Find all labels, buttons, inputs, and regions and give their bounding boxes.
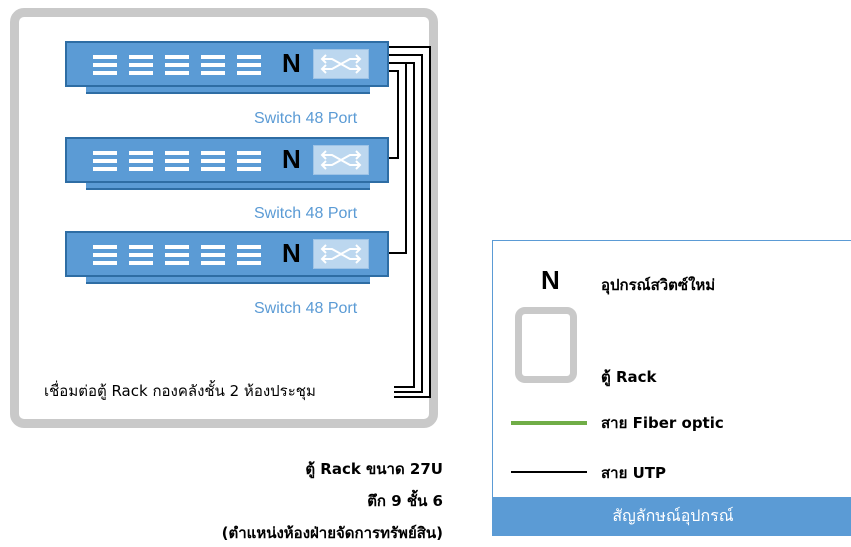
legend-label-new-switch: อุปกรณ์สวิตซ์ใหม่ — [601, 276, 716, 294]
port-icon — [237, 55, 261, 75]
switch-shelf — [86, 277, 370, 284]
port-icon — [93, 245, 117, 265]
fiber-line-icon — [511, 421, 587, 425]
rack-caption-building: ตึก 9 ชั้น 6 — [367, 492, 443, 510]
switch-label: Switch 48 Port — [254, 300, 358, 317]
legend-label-fiber: สาย Fiber optic — [601, 414, 724, 432]
new-switch-badge: N — [282, 238, 301, 268]
rack-icon — [515, 307, 577, 383]
utp-cable — [389, 62, 407, 254]
port-icon — [165, 55, 189, 75]
port-icon — [129, 55, 153, 75]
port-icon — [201, 55, 225, 75]
utp-cable — [389, 46, 431, 398]
utp-line-icon — [511, 471, 587, 473]
crossover-icon — [313, 239, 369, 269]
switch-1: N — [65, 41, 389, 87]
connection-label: เชื่อมต่อตู้ Rack กองคลังชั้น 2 ห้องประช… — [44, 382, 316, 400]
legend-label-rack: ตู้ Rack — [601, 368, 657, 386]
port-icon — [201, 151, 225, 171]
crossover-icon — [313, 145, 369, 175]
switch-shelf — [86, 183, 370, 190]
port-icon — [93, 55, 117, 75]
rack-caption-size: ตู้ Rack ขนาด 27U — [305, 460, 443, 478]
legend-n-symbol: N — [541, 265, 560, 295]
port-icon — [129, 245, 153, 265]
port-icon — [165, 245, 189, 265]
utp-cable — [389, 54, 423, 393]
switch-2: N — [65, 137, 389, 183]
new-switch-badge: N — [282, 144, 301, 174]
port-icon — [129, 151, 153, 171]
port-icon — [201, 245, 225, 265]
utp-cable — [389, 70, 399, 159]
port-icon — [165, 151, 189, 171]
legend-label-utp: สาย UTP — [601, 464, 666, 482]
port-icon — [237, 151, 261, 171]
switch-shelf — [86, 87, 370, 94]
rack-caption-location: (ตำแหน่งห้องฝ่ายจัดการทรัพย์สิน) — [221, 524, 443, 542]
utp-cable — [389, 62, 415, 388]
switch-label: Switch 48 Port — [254, 205, 358, 222]
port-icon — [237, 245, 261, 265]
new-switch-badge: N — [282, 48, 301, 78]
switch-3: N — [65, 231, 389, 277]
legend-panel: N อุปกรณ์สวิตซ์ใหม่ ตู้ Rack สาย Fiber o… — [492, 240, 851, 536]
legend-title: สัญลักษณ์อุปกรณ์ — [493, 497, 851, 535]
crossover-icon — [313, 49, 369, 79]
switch-label: Switch 48 Port — [254, 110, 358, 127]
port-icon — [93, 151, 117, 171]
